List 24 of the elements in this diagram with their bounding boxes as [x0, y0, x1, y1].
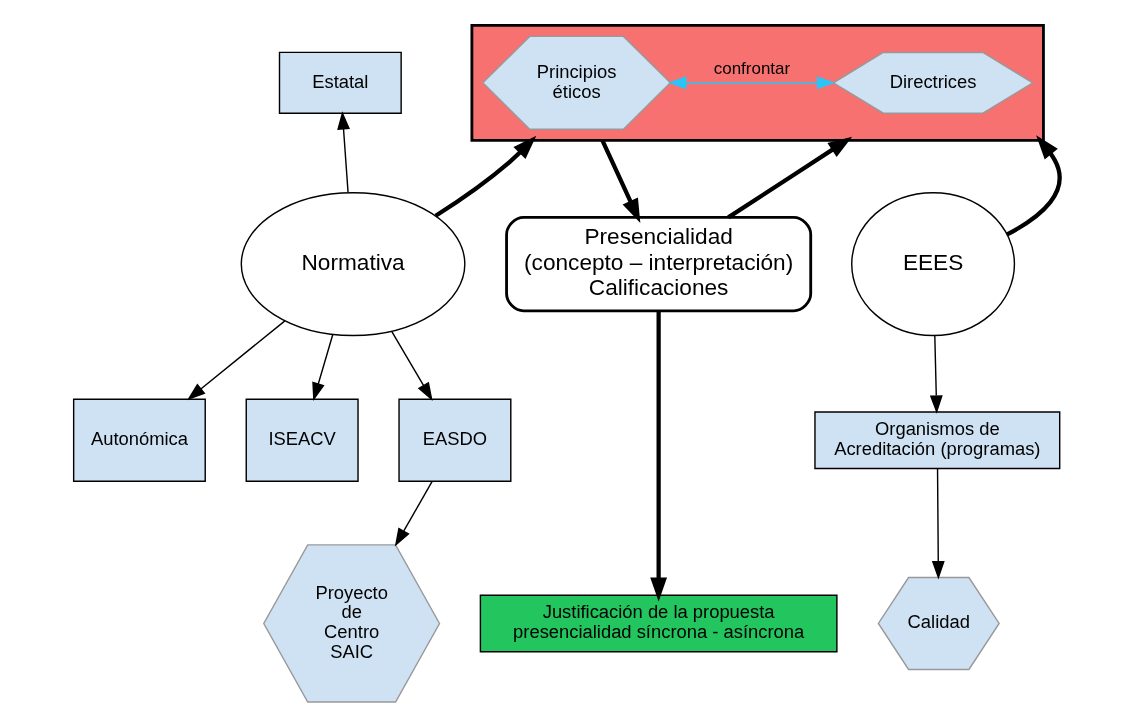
node-ellipse: EEES [850, 191, 1015, 337]
node-box: Justificación de la propuesta presencialidad síncrona - asíncrona [479, 594, 838, 653]
arrow [599, 139, 640, 223]
node-box: ISEACV [245, 398, 359, 482]
arrow [929, 335, 943, 414]
cluster [470, 23, 1045, 142]
arrow [1005, 135, 1062, 237]
arrow [667, 76, 835, 90]
node-box: Presencialidad (concepto – interpretación) Calificaciones [504, 216, 812, 313]
arrow [336, 111, 350, 194]
arrow [390, 330, 433, 401]
node-box: Estatal [278, 51, 402, 114]
node-ellipse: Normativa [240, 191, 466, 337]
node-box: Autonómica [72, 398, 206, 482]
arrow [394, 481, 433, 547]
node-box: Organismos de Acreditación (programas) [813, 411, 1060, 470]
arrow [726, 136, 852, 220]
arrow [186, 320, 286, 401]
arrow [434, 135, 536, 218]
edge-label: confrontar [713, 58, 790, 78]
arrow [931, 467, 945, 580]
arrow [649, 311, 667, 602]
node-box: EASDO [397, 398, 511, 482]
arrow [311, 333, 333, 402]
